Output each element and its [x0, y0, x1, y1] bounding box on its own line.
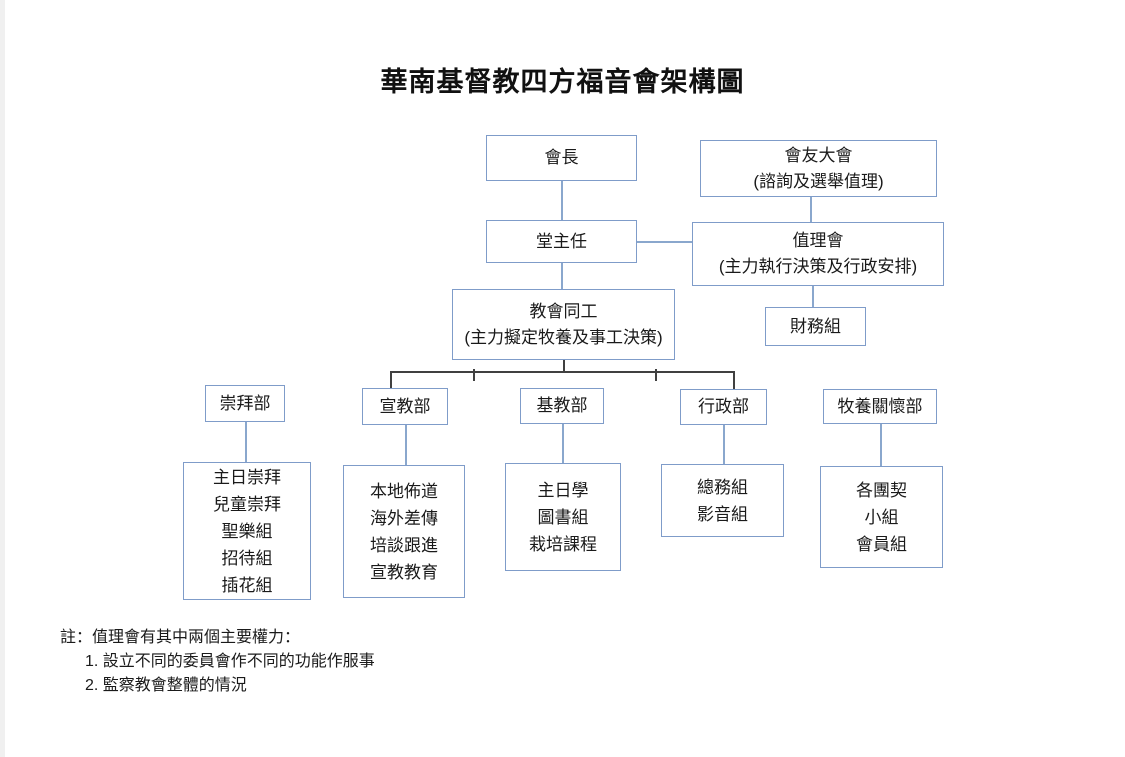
- node-president: 會長: [486, 135, 637, 181]
- worship-group-item: 招待組: [221, 548, 273, 568]
- mission-group-item: 宣教教育: [370, 562, 438, 582]
- pastoral-group-item: 小組: [864, 507, 899, 527]
- node-dept-christian-education-label: 基教部: [536, 396, 588, 415]
- worship-group-item: 聖樂組: [221, 521, 273, 541]
- node-church-staff-label: 教會同工: [529, 301, 598, 321]
- bracket-stub: [563, 360, 565, 371]
- education-group-item: 主日學: [537, 480, 589, 500]
- note-block: 註：值理會有其中兩個主要權力： 1. 設立不同的委員會作不同的功能作服事 2. …: [60, 626, 375, 698]
- connector-education-dept-groups: [562, 424, 564, 463]
- connector-worship-dept-groups: [245, 422, 247, 462]
- node-dept-mission: 宣教部: [362, 388, 448, 425]
- bracket-tick-left: [473, 369, 475, 381]
- pastoral-group-item: 各團契: [856, 480, 907, 500]
- node-church-staff: 教會同工 (主力擬定牧養及事工決策): [452, 289, 675, 360]
- page-left-edge: [0, 0, 5, 757]
- connector-mission-dept-groups: [405, 425, 407, 465]
- connector-admin-dept-groups: [723, 425, 725, 464]
- connector-assembly-board: [810, 197, 812, 222]
- node-dept-admin-label: 行政部: [698, 397, 749, 416]
- mission-group-item: 海外差傳: [370, 508, 438, 528]
- connector-president-pastor: [561, 181, 563, 220]
- note-item-2: 2. 監察教會整體的情況: [85, 677, 247, 694]
- worship-group-item: 主日崇拜: [213, 467, 281, 487]
- worship-group-item: 兒童崇拜: [213, 494, 281, 514]
- node-mission-groups: 本地佈道 海外差傳 培談跟進 宣教教育: [343, 465, 465, 598]
- node-admin-groups: 總務組 影音組: [661, 464, 784, 537]
- node-dept-christian-education: 基教部: [520, 388, 604, 424]
- page-title: 華南基督教四方福音會架構圖: [380, 67, 745, 97]
- node-dept-worship: 崇拜部: [205, 385, 285, 422]
- connector-board-finance: [812, 286, 814, 307]
- node-pastor-in-charge-label: 堂主任: [536, 231, 587, 251]
- node-pastor-in-charge: 堂主任: [486, 220, 637, 263]
- node-board-label: 值理會: [792, 231, 844, 250]
- bracket-left-drop: [390, 371, 392, 388]
- education-group-item: 圖書組: [537, 507, 589, 527]
- note-heading: 註：值理會有其中兩個主要權力：: [60, 629, 301, 646]
- connector-pastor-board: [637, 241, 692, 243]
- note-item-1: 1. 設立不同的委員會作不同的功能作服事: [85, 653, 375, 670]
- node-education-groups: 主日學 圖書組 栽培課程: [505, 463, 621, 571]
- node-finance-group-label: 財務組: [790, 316, 841, 336]
- education-group-item: 栽培課程: [529, 534, 597, 554]
- node-worship-groups: 主日崇拜 兒童崇拜 聖樂組 招待組 插花組: [183, 462, 311, 600]
- connector-pastoral-dept-groups: [880, 424, 882, 466]
- bracket-tick-right: [655, 369, 657, 381]
- node-board-sublabel: (主力執行決策及行政安排): [718, 257, 918, 276]
- node-dept-worship-label: 崇拜部: [219, 393, 271, 413]
- node-members-assembly-label: 會友大會: [784, 145, 853, 165]
- admin-group-item: 總務組: [697, 477, 748, 497]
- node-dept-pastoral-care-label: 牧養關懷部: [837, 396, 923, 416]
- node-church-staff-sublabel: (主力擬定牧養及事工決策): [464, 327, 663, 347]
- bracket-horizontal: [390, 371, 733, 373]
- worship-group-item: 插花組: [221, 575, 273, 595]
- admin-group-item: 影音組: [697, 504, 748, 524]
- node-dept-mission-label: 宣教部: [379, 396, 431, 416]
- node-pastoral-groups: 各團契 小組 會員組: [820, 466, 943, 568]
- bracket-right-drop: [733, 371, 735, 389]
- node-board: 值理會 (主力執行決策及行政安排): [692, 222, 944, 286]
- connector-pastor-staff: [561, 263, 563, 289]
- pastoral-group-item: 會員組: [856, 534, 907, 554]
- node-president-label: 會長: [544, 148, 579, 167]
- mission-group-item: 本地佈道: [370, 481, 438, 501]
- node-dept-admin: 行政部: [680, 389, 767, 425]
- node-members-assembly: 會友大會 (諮詢及選舉值理): [700, 140, 937, 197]
- node-finance-group: 財務組: [765, 307, 866, 346]
- node-members-assembly-sublabel: (諮詢及選舉值理): [753, 171, 884, 191]
- node-dept-pastoral-care: 牧養關懷部: [823, 389, 937, 424]
- mission-group-item: 培談跟進: [370, 535, 438, 555]
